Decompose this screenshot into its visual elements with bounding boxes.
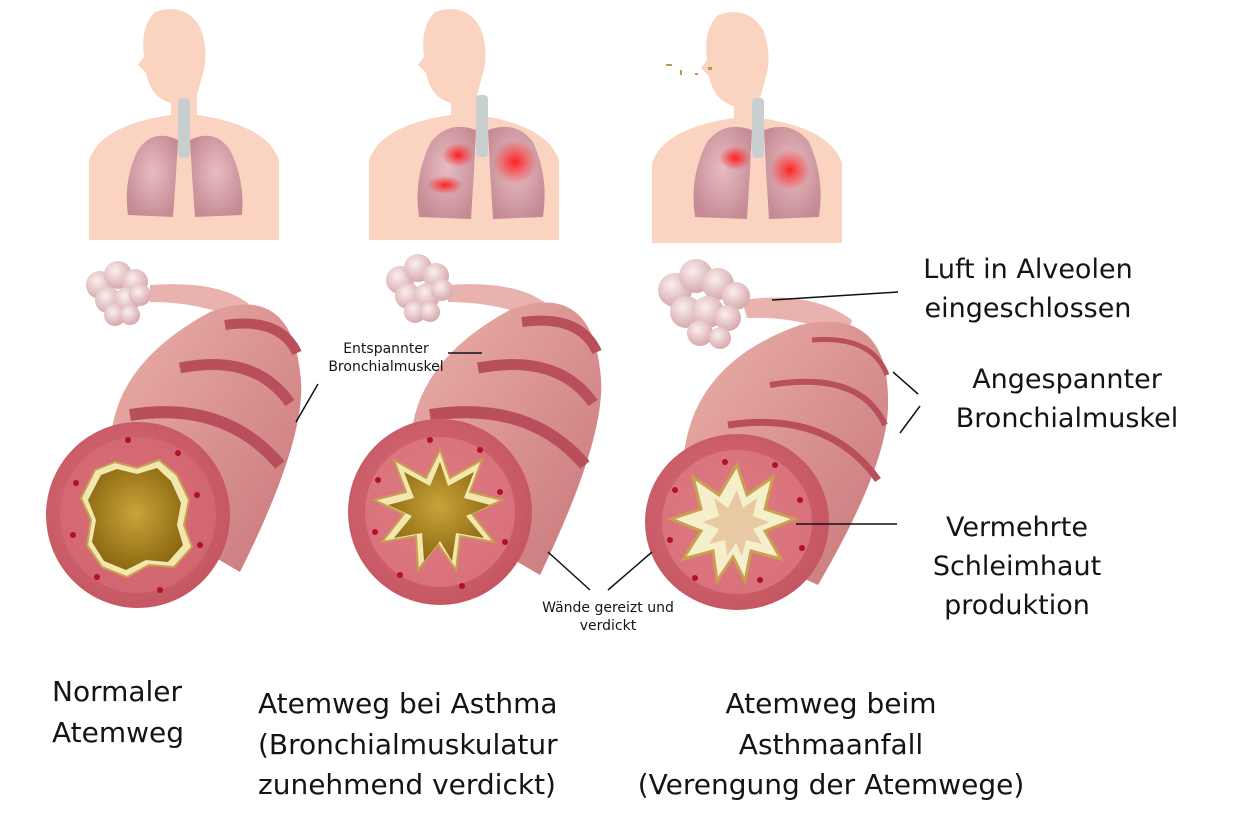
torso-asthma — [369, 9, 559, 241]
caption-line: Normaler — [52, 675, 183, 708]
breath-icon — [666, 64, 712, 75]
vessel-dots — [667, 459, 805, 583]
label-line: Wände gereizt und — [542, 600, 674, 616]
alveoli-cluster — [86, 261, 151, 326]
caption-line: Asthmaanfall — [738, 727, 924, 761]
airway-normal — [46, 261, 319, 608]
caption-asthma-airway: Atemweg bei Asthma (Bronchialmuskulatur … — [258, 684, 608, 806]
vessel-dots — [70, 437, 203, 593]
caption-line: Atemweg — [52, 715, 185, 749]
label-walls-irritated: Wände gereizt und verdickt — [508, 600, 708, 635]
caption-line: zunehmend verdickt) — [258, 768, 556, 802]
label-trapped-air: Luft in Alveolen eingeschlossen — [888, 250, 1168, 328]
label-line: verdickt — [579, 617, 637, 634]
alveoli-cluster — [658, 259, 750, 349]
label-relaxed-muscle: Entspannter Bronchialmuskel — [306, 341, 466, 376]
label-mucus-production: Vermehrte Schleimhaut produktion — [902, 508, 1132, 625]
airway-asthma — [348, 254, 602, 605]
alveoli-cluster — [386, 254, 453, 323]
vessel-dots — [372, 437, 508, 589]
caption-line: (Verengung der Atemwege) — [637, 768, 1025, 802]
label-line: Luft in Alveolen — [923, 254, 1133, 285]
caption-normal-airway: Normaler Atemweg — [52, 672, 232, 753]
caption-line: Atemweg beim — [725, 687, 937, 720]
caption-line: Atemweg bei Asthma — [258, 687, 558, 720]
torso-attack — [652, 12, 842, 244]
airway-attack — [607, 259, 921, 610]
label-line: Angespannter — [972, 364, 1162, 395]
torso-normal — [89, 9, 279, 241]
label-line: Entspannter — [343, 341, 429, 357]
label-line: eingeschlossen — [924, 293, 1132, 325]
label-line: Vermehrte — [946, 512, 1088, 543]
caption-line: (Bronchialmuskulatur — [258, 727, 558, 761]
label-line: produktion — [944, 590, 1090, 622]
label-tense-muscle: Angespannter Bronchialmuskel — [922, 360, 1212, 438]
label-line: Schleimhaut — [932, 551, 1102, 583]
caption-asthma-attack: Atemweg beim Asthmaanfall (Verengung der… — [606, 684, 1056, 806]
label-line: Bronchialmuskel — [955, 403, 1179, 435]
label-line: Bronchialmuskel — [328, 358, 444, 375]
